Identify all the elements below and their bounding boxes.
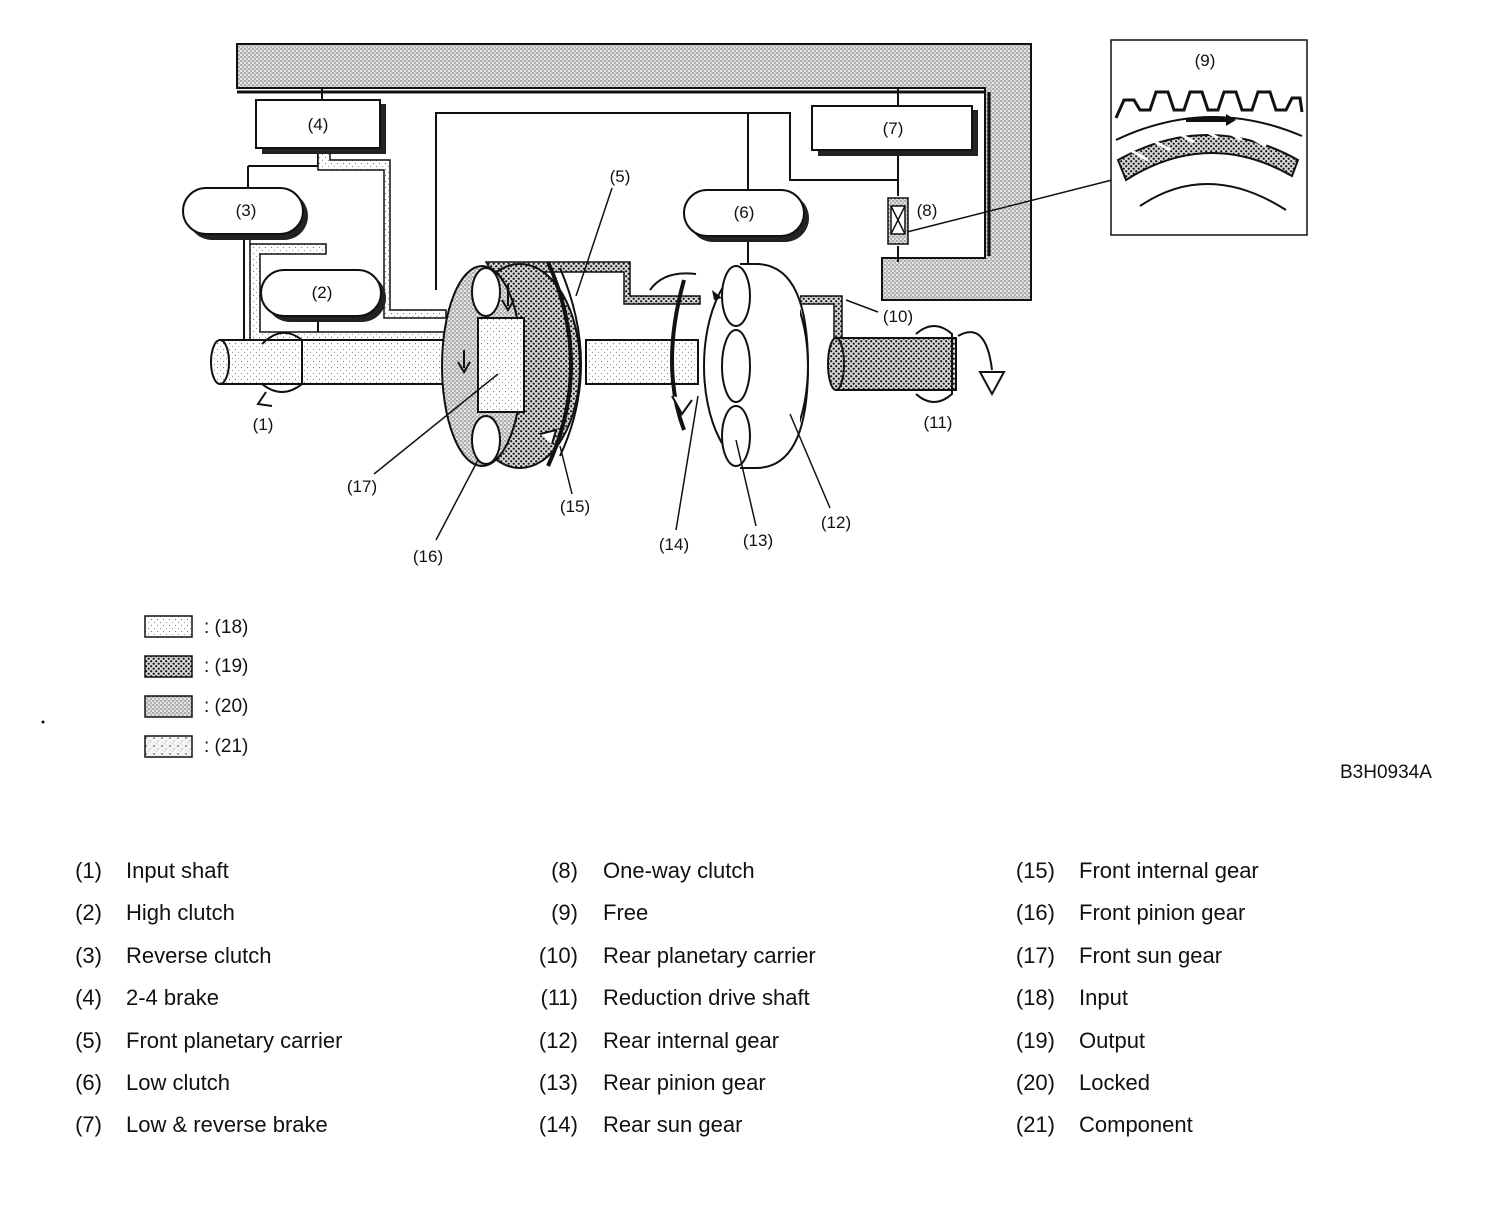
key-number: (16) [1015,900,1055,925]
figure-code: B3H0934A [1340,762,1432,783]
label-reduction-drive-shaft: (11) [924,413,953,432]
key-number: (2) [75,900,102,925]
key-number: (19) [1015,1028,1055,1053]
key-label: Input [1079,985,1128,1010]
key-label: Front planetary carrier [126,1028,343,1053]
key-number: (18) [1015,985,1055,1010]
key-label: Front internal gear [1079,858,1259,883]
power-flow-diagram: (4) (7) (3) (2) (6) (8) (9) [41,39,1308,758]
one-way-clutch-symbol: (8) [887,197,938,245]
pattern-legend: : (18) : (19) : (20) : (21) [144,615,248,758]
legend-item-component: : (21) [144,735,248,758]
key-label: Front pinion gear [1079,900,1246,925]
key-label: Low clutch [126,1070,230,1095]
key-label: Rear planetary carrier [603,943,816,968]
detail-leader-line [906,179,1113,233]
key-label: High clutch [126,900,235,925]
input-swatch [144,615,193,638]
key-number: (21) [1015,1112,1055,1137]
label-rear-internal-gear: (12) [821,513,851,532]
key-label: 2-4 brake [126,985,219,1010]
linkage-lines [243,88,899,340]
label-front-planetary-carrier: (5) [610,167,631,186]
free-detail-inset: (9) [1110,39,1308,236]
key-label: Free [603,900,649,925]
key-label: Rear sun gear [603,1112,743,1137]
legend-item-input: : (18) [144,615,248,638]
low-clutch-block: (6) [683,189,809,242]
high-clutch-block: (2) [260,269,386,322]
input-shaft: (1) [210,332,457,434]
label-one-way-clutch: (8) [917,201,938,220]
label-free: (9) [1195,51,1216,70]
legend-label-component: : (21) [204,736,248,757]
label-reverse-clutch: (3) [236,201,257,220]
key-number: (10) [538,943,578,968]
key-label: Low & reverse brake [126,1112,328,1137]
intermediate-shaft [585,339,699,385]
output-swatch [144,655,193,678]
reverse-clutch-block: (3) [182,187,308,240]
key-number: (12) [538,1028,578,1053]
key-number: (13) [538,1070,578,1095]
key-number: (11) [540,985,579,1010]
brake-2-4-block: (4) [255,99,386,154]
label-high-clutch: (2) [312,283,333,302]
key-number: (1) [75,858,102,883]
label-low-reverse-brake: (7) [883,119,904,138]
key-number: (17) [1015,943,1055,968]
legend-label-output: : (19) [204,656,248,677]
parts-key: (1) Input shaft (2) High clutch (3) Reverse… [0,858,1504,1158]
key-number: (15) [1015,858,1055,883]
legend-item-output: : (19) [144,655,248,678]
label-front-pinion-gear: (16) [413,547,443,566]
key-label: Rear pinion gear [603,1070,766,1095]
low-reverse-brake-block: (7) [811,105,978,156]
key-number: (14) [538,1112,578,1137]
label-rear-planetary-carrier: (10) [883,307,913,326]
stray-dot [41,720,45,724]
key-label: Input shaft [126,858,229,883]
transmission-case [236,43,1032,301]
reduction-drive-shaft: (11) [827,325,1006,432]
key-number: (5) [75,1028,102,1053]
key-label: One-way clutch [603,858,755,883]
key-label: Front sun gear [1079,943,1223,968]
legend-label-input: : (18) [204,617,248,638]
front-planetary-set [441,261,582,469]
legend-label-locked: : (20) [204,696,248,717]
label-front-sun-gear: (17) [347,477,377,496]
callout-leaders [373,187,879,541]
key-number: (6) [75,1070,102,1095]
label-input-shaft: (1) [253,415,274,434]
key-label: Locked [1079,1070,1150,1095]
key-number: (8) [551,858,578,883]
key-number: (4) [75,985,102,1010]
key-number: (20) [1015,1070,1055,1095]
label-low-clutch: (6) [734,203,755,222]
label-rear-pinion-gear: (13) [743,531,773,550]
label-rear-sun-gear: (14) [659,535,689,554]
key-label: Reduction drive shaft [603,985,810,1010]
label-front-internal-gear: (15) [560,497,590,516]
rear-planetary-set [649,263,810,469]
key-number: (9) [551,900,578,925]
key-number: (3) [75,943,102,968]
locked-swatch [144,695,193,718]
legend-item-locked: : (20) [144,695,248,718]
label-2-4-brake: (4) [308,115,329,134]
key-number: (7) [75,1112,102,1137]
key-label: Reverse clutch [126,943,272,968]
key-label: Output [1079,1028,1146,1053]
component-swatch [144,735,193,758]
key-label: Component [1079,1112,1193,1137]
key-label: Rear internal gear [603,1028,780,1053]
